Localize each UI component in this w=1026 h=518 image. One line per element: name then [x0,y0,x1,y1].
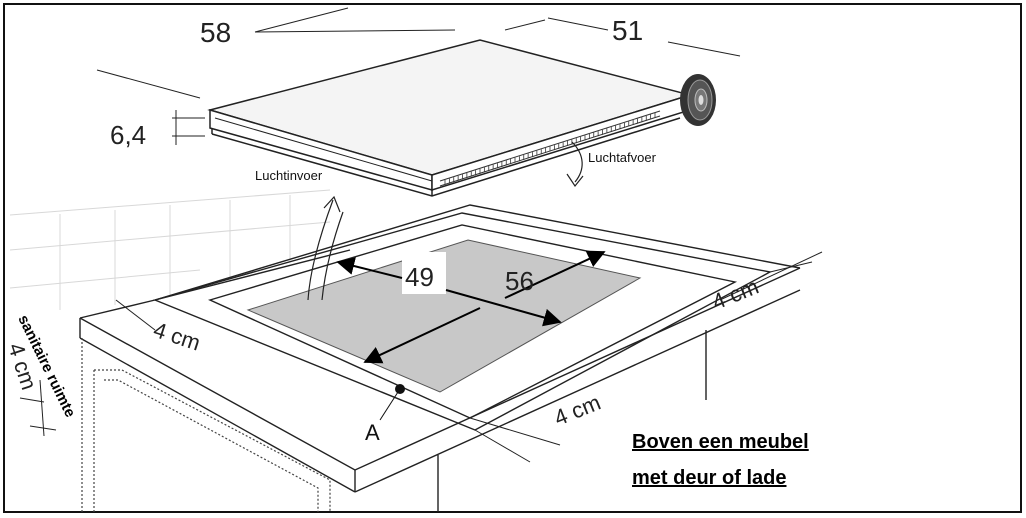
dim-4cm-front-line-a [469,417,561,446]
wall-tiles [9,189,331,310]
dim-4cm-front-line-b [474,429,531,463]
dim-thickness-label: 6,4 [110,120,146,150]
air-intake-arrowhead [323,195,341,213]
cabinet-outline [81,338,331,512]
dim-58-line-right [254,7,349,33]
dim-49-arrow-left [336,257,403,279]
cable-reel [680,74,716,126]
air-exhaust-arrow [571,141,583,183]
dim-4cm-left-label: 4 cm [150,317,203,356]
dim-51-line-right [667,41,741,57]
cutout-rim [208,224,738,419]
dim-49-bg [402,252,446,294]
dim-51-line-left [547,17,609,31]
dim-49-label: 49 [405,262,434,292]
dim-4cm-side-top [19,397,45,403]
dim-4cm-right-line-a [719,251,823,301]
cutout-area [246,239,642,393]
dim-58-ext [254,29,456,33]
dim-4cm-right-line-b [769,261,813,273]
point-a-label: A [365,420,380,445]
dim-51-label: 51 [612,15,643,46]
dim-49-arrow-right [445,289,562,327]
air-intake-label: Luchtinvoer [255,168,323,183]
dim-56-label: 56 [505,266,534,296]
dim-4cm-side-vertical [39,379,45,437]
air-exhaust-label: Luchtafvoer [588,150,657,165]
vent-slots [444,113,656,185]
air-exhaust-arrowhead [566,173,584,188]
dim-4cm-front-label: 4 cm [551,390,605,431]
dim-56-arrow-bottom [363,307,481,364]
dim-58-line-left [96,69,201,99]
air-intake-arrow [307,199,334,301]
dim-4cm-right-label: 4 cm [709,274,763,315]
caption-line-1: Boven een meubel [632,431,809,453]
dim-56-arrow-top [504,250,606,299]
dim-51-ext [504,19,546,31]
dim-58-label: 58 [200,17,231,48]
point-a-marker [395,384,405,394]
frame-border [3,3,1022,513]
dim-4cm-left-line [115,299,156,331]
caption-line-2: met deur of lade [632,467,786,489]
point-a-leader [379,391,399,421]
air-intake-arrow-2 [321,211,344,301]
